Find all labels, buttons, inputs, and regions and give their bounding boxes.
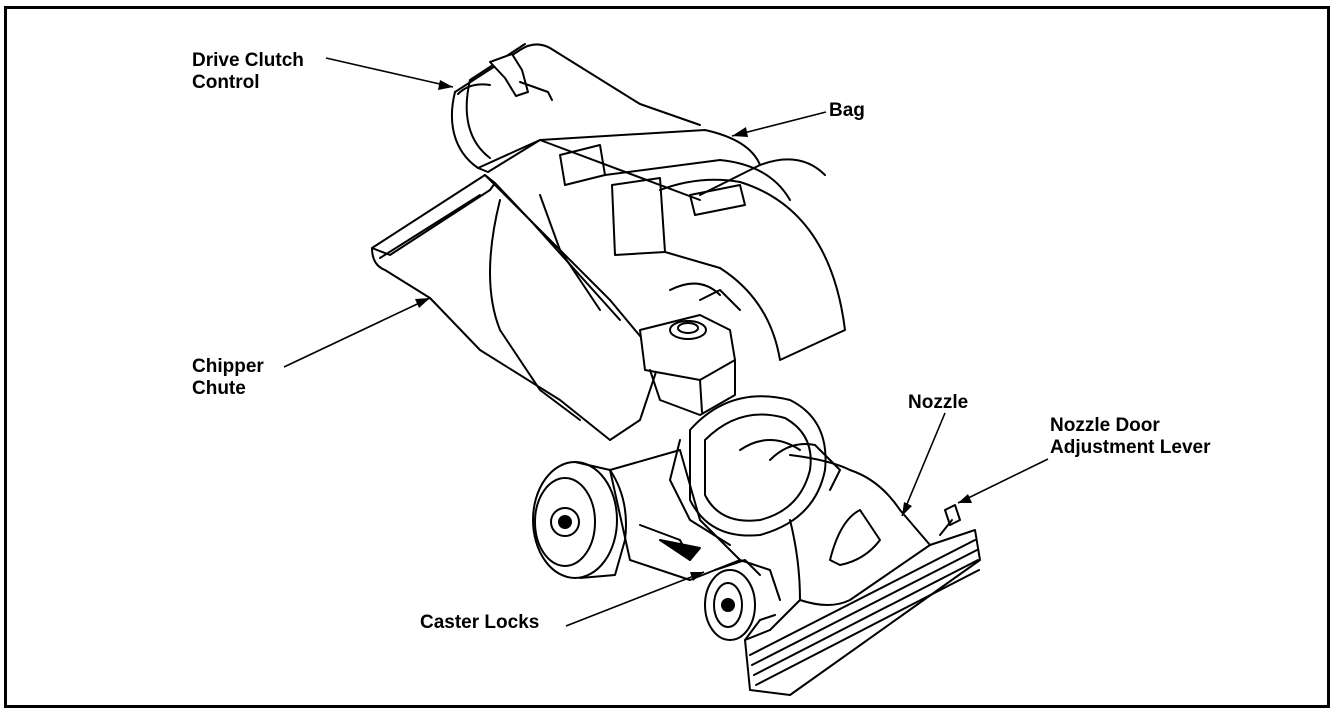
leader-nozzle-door <box>957 458 1049 504</box>
label-chipper-line1: Chipper <box>192 356 264 377</box>
nozzle <box>744 454 981 696</box>
nozzle-door-lever <box>939 504 961 536</box>
handle <box>450 43 701 201</box>
leader-nozzle <box>901 412 946 517</box>
leader-caster-locks <box>565 571 705 627</box>
deck-frame <box>609 449 781 601</box>
label-bag: Bag <box>829 100 865 122</box>
label-caster-locks: Caster Locks <box>420 612 539 634</box>
label-chipper-chute: Chipper Chute <box>192 356 264 400</box>
label-nozzle-door-adjustment-lever: Nozzle Door Adjustment Lever <box>1050 415 1210 459</box>
impeller-housing <box>669 395 841 546</box>
label-nozzle-door-line1: Nozzle Door <box>1050 415 1160 436</box>
label-caster-locks-text: Caster Locks <box>420 612 540 633</box>
label-nozzle: Nozzle <box>908 392 968 414</box>
leader-chipper-chute <box>283 297 431 368</box>
chipper-chute <box>371 174 661 441</box>
leader-drive-clutch <box>325 57 454 90</box>
label-drive-clutch-control: Drive Clutch Control <box>192 50 304 94</box>
drive-clutch-lever <box>457 53 553 101</box>
label-bag-text: Bag <box>829 100 865 121</box>
bag <box>477 129 846 421</box>
front-caster <box>704 559 761 641</box>
leader-bag <box>731 111 827 137</box>
label-drive-clutch-line1: Drive Clutch <box>192 50 304 71</box>
label-drive-clutch-line2: Control <box>192 72 260 93</box>
label-nozzle-text: Nozzle <box>908 392 969 413</box>
engine <box>639 282 741 416</box>
label-nozzle-door-line2: Adjustment Lever <box>1050 437 1211 458</box>
label-chipper-line2: Chute <box>192 378 246 399</box>
